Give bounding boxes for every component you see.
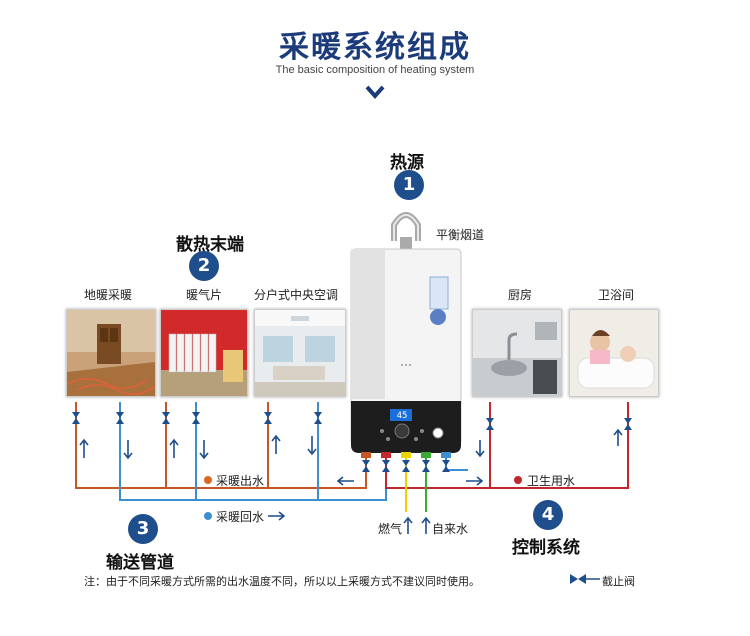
flue-label: 平衡烟道 [436, 228, 485, 242]
tap-water-label: 自来水 [432, 522, 469, 536]
boiler-display-reading: 45 [396, 411, 408, 421]
domestic-water-label: 卫生用水 [527, 474, 576, 488]
page-subtitle: The basic composition of heating system [275, 64, 475, 76]
terminals-number-badge: 2 [189, 251, 219, 281]
floor-heating-photo [66, 309, 156, 397]
heating-return-label: 采暖回水 [216, 510, 265, 524]
heat-source-number-badge: 1 [394, 170, 424, 200]
central-ac-photo [254, 309, 346, 397]
footnote: 注：由于不同采暖方式所需的出水温度不同，所以以上采暖方式不建议同时使用。 [84, 575, 480, 588]
terminals-label: 散热末端 [176, 235, 244, 255]
floor-heating-label: 地暖采暖 [84, 288, 133, 302]
bathroom-label: 卫浴间 [598, 288, 635, 302]
central-ac-label: 分户式中央空调 [254, 288, 339, 302]
pipes-label: 输送管道 [106, 553, 174, 573]
page-title: 采暖系统组成 [279, 30, 471, 65]
boiler-unit [350, 212, 462, 453]
heat-source-label: 热源 [390, 153, 424, 173]
control-number-badge: 4 [533, 500, 563, 530]
control-label: 控制系统 [512, 538, 580, 558]
kitchen-photo [472, 309, 562, 397]
chevron-down-icon [365, 85, 385, 100]
bathroom-photo [569, 309, 659, 397]
heating-out-label: 采暖出水 [216, 474, 265, 488]
radiator-label: 暖气片 [186, 288, 223, 302]
radiator-photo [160, 309, 248, 397]
pipes-number-badge: 3 [128, 514, 158, 544]
gas-label: 燃气 [378, 522, 403, 536]
valve-legend-label: 截止阀 [602, 575, 635, 588]
kitchen-label: 厨房 [508, 288, 533, 302]
